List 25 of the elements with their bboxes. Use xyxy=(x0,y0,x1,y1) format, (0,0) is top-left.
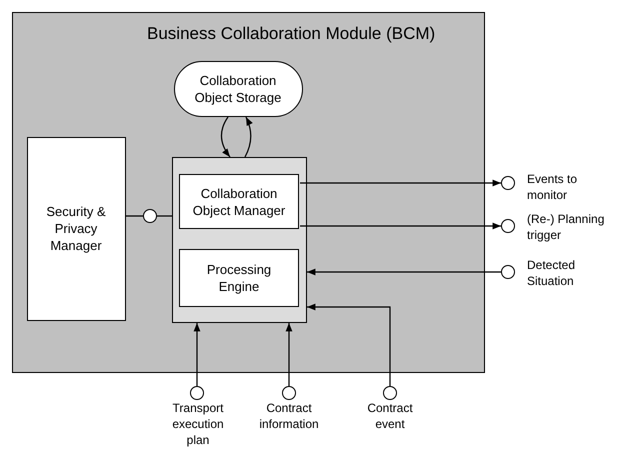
port-label: Detected Situation xyxy=(527,257,576,289)
box-label: Collaboration Object Manager xyxy=(192,184,286,218)
connector-arrow xyxy=(194,323,200,386)
connector-arrow xyxy=(307,304,391,386)
port-label: Transport execution plan xyxy=(171,400,225,448)
module-title: Business Collaboration Module (BCM) xyxy=(147,23,436,45)
connector-arrow xyxy=(286,323,292,386)
storage-pill xyxy=(174,60,302,116)
engine-box xyxy=(179,249,299,307)
module-box xyxy=(12,12,485,373)
port-label: Contract information xyxy=(258,400,320,432)
connector-arrow xyxy=(300,222,501,230)
box-label: Collaboration Object Storage xyxy=(194,72,282,106)
box-label: Security & Privacy Manager xyxy=(45,203,107,254)
box-label: Processing Engine xyxy=(206,261,272,295)
container-box xyxy=(172,156,306,322)
port-label: (Re-) Planning trigger xyxy=(527,211,606,243)
connector-arrow xyxy=(244,116,253,158)
connector-arrow xyxy=(220,116,230,158)
manager-box xyxy=(179,174,299,229)
port-label: Contract event xyxy=(366,400,414,432)
port-label: Events to monitor xyxy=(527,171,578,203)
connector-arrow xyxy=(307,268,501,276)
manager-box xyxy=(26,136,126,320)
connector-arrow xyxy=(300,180,501,186)
